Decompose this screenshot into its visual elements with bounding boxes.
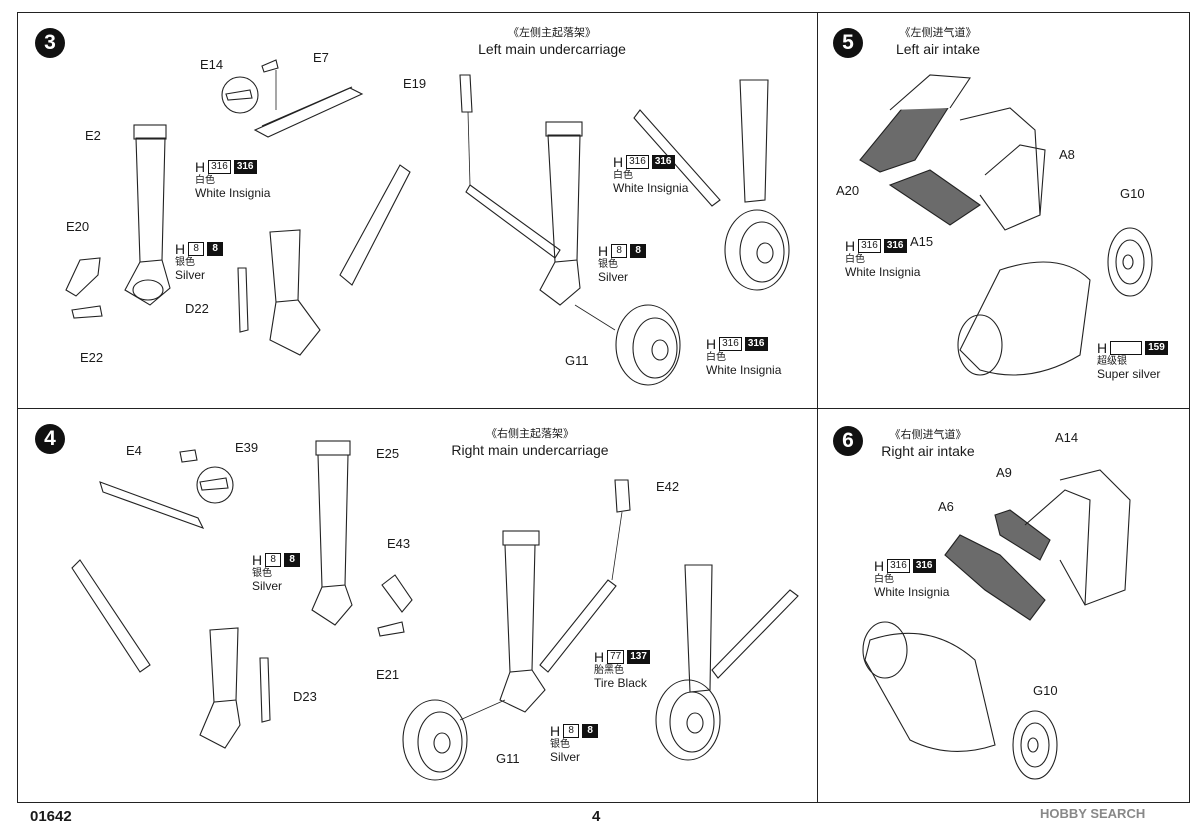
part-label-e19: E19 [403, 76, 427, 91]
part-label-a8: A8 [1059, 147, 1075, 162]
e25-strut-drawing [311, 440, 353, 626]
step-3-title-cn: 《左侧主起落架》 [508, 27, 596, 39]
part-label-e14: E14 [200, 57, 224, 72]
part-label-a6: A6 [938, 499, 954, 514]
step-6-badge: 6 [833, 426, 863, 456]
e4-rod-drawing [99, 481, 205, 529]
part-label-e2: E2 [85, 128, 101, 143]
watermark: HOBBY SEARCH [1040, 806, 1146, 821]
part-label-a15: A15 [910, 234, 934, 249]
e7-rod-drawing [253, 86, 364, 138]
page-number: 4 [592, 808, 601, 825]
part-label-g11: G11 [565, 353, 589, 368]
part-label-a9: A9 [996, 465, 1012, 480]
step-4-badge: 4 [35, 424, 65, 454]
step-5-title-cn: 《左侧进气道》 [899, 27, 977, 39]
part-label-e21: E21 [376, 667, 400, 682]
left-gear-complete-drawing [633, 79, 790, 291]
product-code: 01642 [30, 808, 72, 825]
step-6-title-en: Right air intake [881, 443, 975, 459]
left-intake-drawing [859, 74, 1153, 376]
step-4-title-en: Right main undercarriage [451, 442, 609, 458]
d23-strut-drawing [71, 559, 271, 749]
part-label-d22: D22 [185, 301, 209, 316]
left-gear-assembly-drawing [459, 74, 681, 386]
part-label-e39: E39 [235, 440, 259, 455]
d22-strut-drawing [237, 164, 411, 356]
part-label-d23: D23 [293, 689, 317, 704]
part-label-e22: E22 [80, 350, 104, 365]
part-label-e7: E7 [313, 50, 329, 65]
right-intake-drawing [862, 469, 1131, 780]
right-gear-complete-drawing [655, 564, 799, 761]
e39-detail-drawing [179, 449, 234, 504]
e22-part-drawing [71, 305, 103, 319]
e43-part-drawing [381, 574, 413, 613]
part-label-e25: E25 [376, 446, 400, 461]
e21-part-drawing [377, 621, 405, 637]
part-label-g10: G10 [1120, 186, 1145, 201]
step-6-title-cn: 《右侧进气道》 [889, 429, 967, 441]
part-label-e42: E42 [656, 479, 680, 494]
e20-part-drawing [65, 257, 101, 297]
step-3-title-en: Left main undercarriage [478, 41, 626, 57]
part-label-e43: E43 [387, 536, 411, 551]
part-label-e20: E20 [66, 219, 90, 234]
step-5-title-en: Left air intake [895, 41, 981, 57]
part-label-a14: A14 [1055, 430, 1079, 445]
right-gear-assembly-drawing [402, 479, 631, 781]
e2-strut-drawing [124, 124, 171, 306]
step-3-badge: 3 [35, 28, 65, 58]
part-label-a20: A20 [836, 183, 860, 198]
part-label-g11: G11 [496, 751, 520, 766]
e14-detail-drawing [221, 59, 279, 114]
step-4-title-cn: 《右侧主起落架》 [486, 428, 574, 440]
part-label-e4: E4 [126, 443, 142, 458]
step-5-badge: 5 [833, 28, 863, 58]
part-label-g10: G10 [1033, 683, 1058, 698]
panel-step-6 [817, 408, 1190, 803]
